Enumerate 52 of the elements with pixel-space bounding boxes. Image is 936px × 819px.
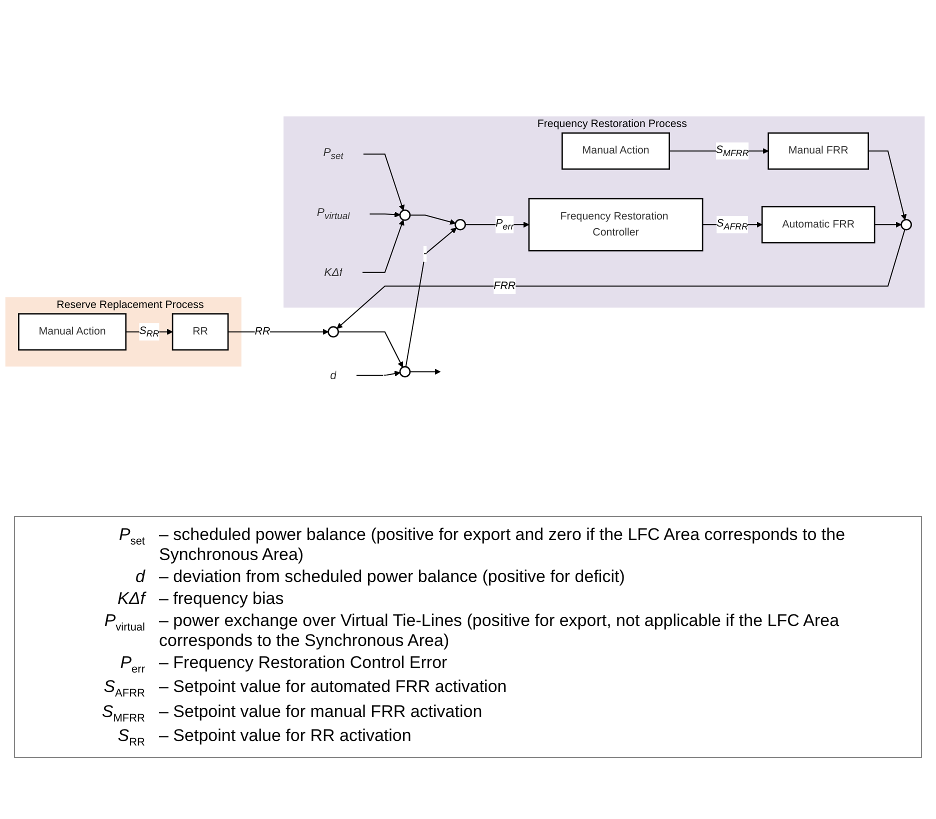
arrow bbox=[464, 222, 530, 228]
node-circle bbox=[399, 366, 411, 378]
node-text: d bbox=[330, 368, 336, 382]
symbol-description: – deviation from scheduled power balance (positive for deficit) bbox=[159, 567, 626, 587]
node-box: Manual FRR bbox=[768, 132, 870, 170]
symbol-description: – scheduled power balance (positive for export and zero if the LFC Area corresponds to the Synchronous Area) bbox=[159, 525, 846, 565]
arrow bbox=[405, 227, 457, 368]
edge-label: P$_{err}$ bbox=[496, 218, 514, 232]
symbol-description: – Setpoint value for automated FRR activation bbox=[159, 677, 508, 698]
node-box: RR bbox=[172, 313, 229, 350]
node-circle bbox=[454, 218, 466, 230]
symbol: KΔf bbox=[116, 589, 145, 609]
arrow bbox=[338, 331, 403, 368]
edge-label: S$_{AFRR}$ bbox=[716, 218, 748, 232]
node-circle bbox=[399, 209, 411, 221]
symbol: S$_{RR}$ bbox=[116, 726, 145, 749]
symbol: d bbox=[134, 567, 145, 587]
arrow bbox=[356, 370, 400, 376]
node-circle bbox=[328, 326, 339, 338]
arrow bbox=[362, 153, 405, 211]
node-box: Manual Action bbox=[562, 132, 670, 170]
node-box: Manual Action bbox=[18, 313, 127, 350]
node-box: Frequency Restoration Controller bbox=[528, 198, 704, 252]
arrow bbox=[369, 211, 400, 218]
symbol-description: – Setpoint value for RR activation bbox=[159, 726, 412, 748]
node-text: P$_{set}$ bbox=[323, 146, 344, 162]
node-text: KΔf bbox=[324, 266, 342, 278]
arrow bbox=[362, 219, 404, 273]
edge-label: S$_{MFRR}$ bbox=[716, 144, 749, 158]
node-circle bbox=[900, 218, 912, 230]
symbol: P$_{err}$ bbox=[119, 653, 145, 676]
edge-label: FRR bbox=[494, 280, 516, 292]
arrow bbox=[410, 214, 456, 225]
symbol: P$_{set}$ bbox=[118, 525, 145, 550]
symbol-description: – Frequency Restoration Control Error bbox=[159, 653, 448, 674]
arrow bbox=[336, 228, 906, 329]
symbol: P$_{virtual}$ bbox=[103, 611, 145, 636]
edge-label: RR bbox=[254, 326, 270, 338]
arrow bbox=[410, 368, 441, 375]
symbol-description: – power exchange over Virtual Tie-Lines (positive for export, not applicable if the LFC Area corresponds to the Synchronous Area) bbox=[159, 611, 840, 651]
arrow bbox=[874, 222, 902, 228]
node-text: P$_{virtual}$ bbox=[316, 206, 350, 222]
node-box: Automatic FRR bbox=[761, 206, 876, 244]
symbol-description: – Setpoint value for manual FRR activation bbox=[159, 702, 484, 723]
arrow bbox=[868, 150, 907, 220]
symbol: S$_{AFRR}$ bbox=[102, 677, 145, 700]
symbol: S$_{MFRR}$ bbox=[100, 702, 145, 724]
edge-label: S$_{RR}$ bbox=[139, 324, 160, 338]
symbol-description: – frequency bias bbox=[159, 589, 285, 609]
edge-label: - bbox=[423, 248, 427, 260]
arrow bbox=[228, 328, 329, 335]
edge-label: - bbox=[383, 369, 387, 381]
